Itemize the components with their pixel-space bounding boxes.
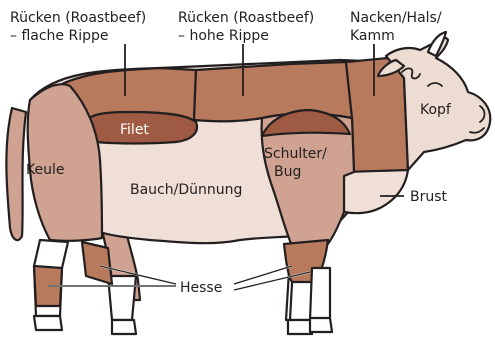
label-brust: Brust — [410, 189, 448, 205]
label-filet: Filet — [120, 122, 149, 138]
cut-ruecken-hoch — [194, 62, 352, 121]
label-kopf: Kopf — [420, 102, 452, 118]
label-bauch: Bauch/Dünnung — [130, 182, 242, 198]
hoof-hind-far — [112, 320, 136, 334]
label-schulter-1: Schulter/ — [264, 146, 327, 162]
cut-brust — [344, 170, 408, 213]
label-ruecken-flach-1: Rücken (Roastbeef) — [10, 10, 146, 26]
label-ruecken-flach-2: – flache Rippe — [10, 28, 109, 44]
pointer-hesse-3b — [234, 266, 292, 284]
cut-nacken — [346, 58, 408, 172]
label-ruecken-hoch-1: Rücken (Roastbeef) — [178, 10, 314, 26]
tail — [6, 108, 26, 240]
hoof-hind — [34, 316, 62, 330]
hoof-fore — [288, 320, 312, 334]
label-keule: Keule — [26, 162, 64, 178]
label-ruecken-hoch-2: – hohe Rippe — [178, 28, 269, 44]
label-hesse: Hesse — [180, 280, 222, 296]
label-schulter-2: Bug — [274, 164, 301, 180]
hoof-fore-far — [310, 318, 332, 332]
fore-leg-mid — [310, 268, 330, 320]
label-nacken-2: Kamm — [350, 28, 395, 44]
label-nacken-1: Nacken/Hals/ — [350, 10, 442, 26]
hesse-hind-far — [82, 242, 112, 284]
